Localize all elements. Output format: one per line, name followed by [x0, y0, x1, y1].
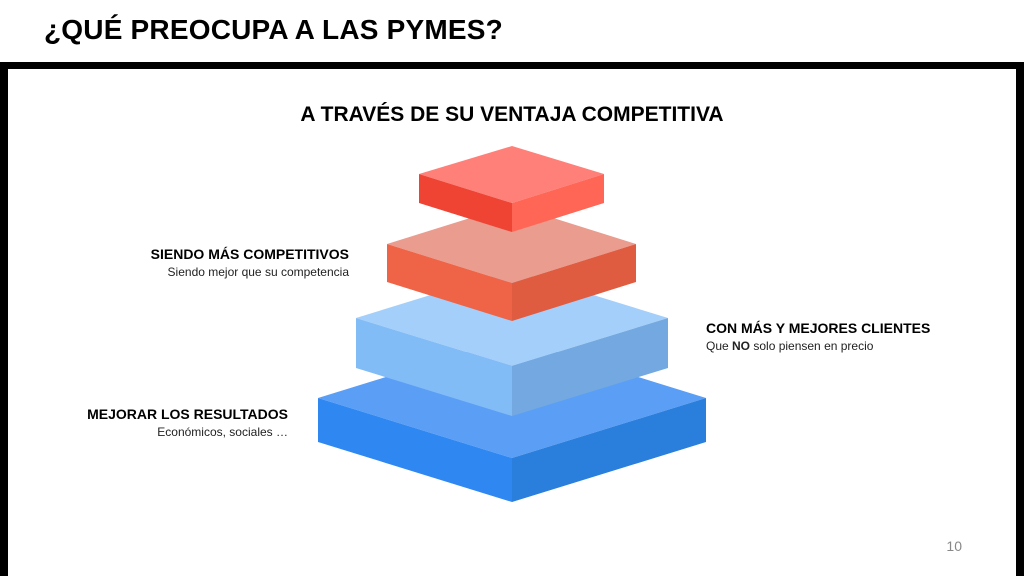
level-2-right-face: [512, 244, 636, 321]
label-resultados-heading: MEJORAR LOS RESULTADOS: [87, 406, 288, 422]
label-competitivos: SIENDO MÁS COMPETITIVOS Siendo mejor que…: [151, 246, 349, 279]
label-clientes-description: Que NO solo piensen en precio: [706, 339, 930, 353]
level-3-right-face: [512, 318, 668, 416]
frame-right-border: [1016, 0, 1024, 576]
frame-left-border: [0, 0, 8, 576]
level-4-left-face: [318, 398, 512, 502]
label-clientes-desc-suffix: solo piensen en precio: [750, 339, 874, 353]
label-clientes-heading: CON MÁS Y MEJORES CLIENTES: [706, 320, 931, 336]
page-number: 10: [946, 538, 962, 554]
level-1-top-face: [419, 146, 604, 203]
label-resultados-description: Económicos, sociales …: [157, 425, 288, 439]
header-bar: ¿QUÉ PREOCUPA A LAS PYMES?: [0, 0, 1024, 62]
label-clientes-desc-bold: NO: [732, 339, 751, 353]
level-3-left-face: [356, 318, 512, 416]
label-clientes: CON MÁS Y MEJORES CLIENTES Que NO solo p…: [706, 320, 930, 353]
pyramid-level-1: [419, 146, 604, 232]
level-2-left-face: [387, 244, 512, 321]
label-resultados: MEJORAR LOS RESULTADOS Económicos, socia…: [87, 406, 288, 439]
label-competitivos-description: Siendo mejor que su competencia: [167, 265, 349, 279]
slide-title: ¿QUÉ PREOCUPA A LAS PYMES?: [44, 14, 503, 45]
pyramid-level-2: [387, 205, 636, 321]
level-1-left-face: [419, 174, 512, 232]
level-1-right-face: [512, 174, 604, 232]
header-rule: [0, 62, 1024, 69]
label-clientes-desc-prefix: Que: [706, 339, 733, 353]
label-competitivos-heading: SIENDO MÁS COMPETITIVOS: [150, 246, 349, 262]
level-2-top-face: [387, 205, 636, 283]
diagram-subtitle: A TRAVÉS DE SU VENTAJA COMPETITIVA: [300, 103, 724, 126]
level-4-right-face: [512, 398, 706, 502]
